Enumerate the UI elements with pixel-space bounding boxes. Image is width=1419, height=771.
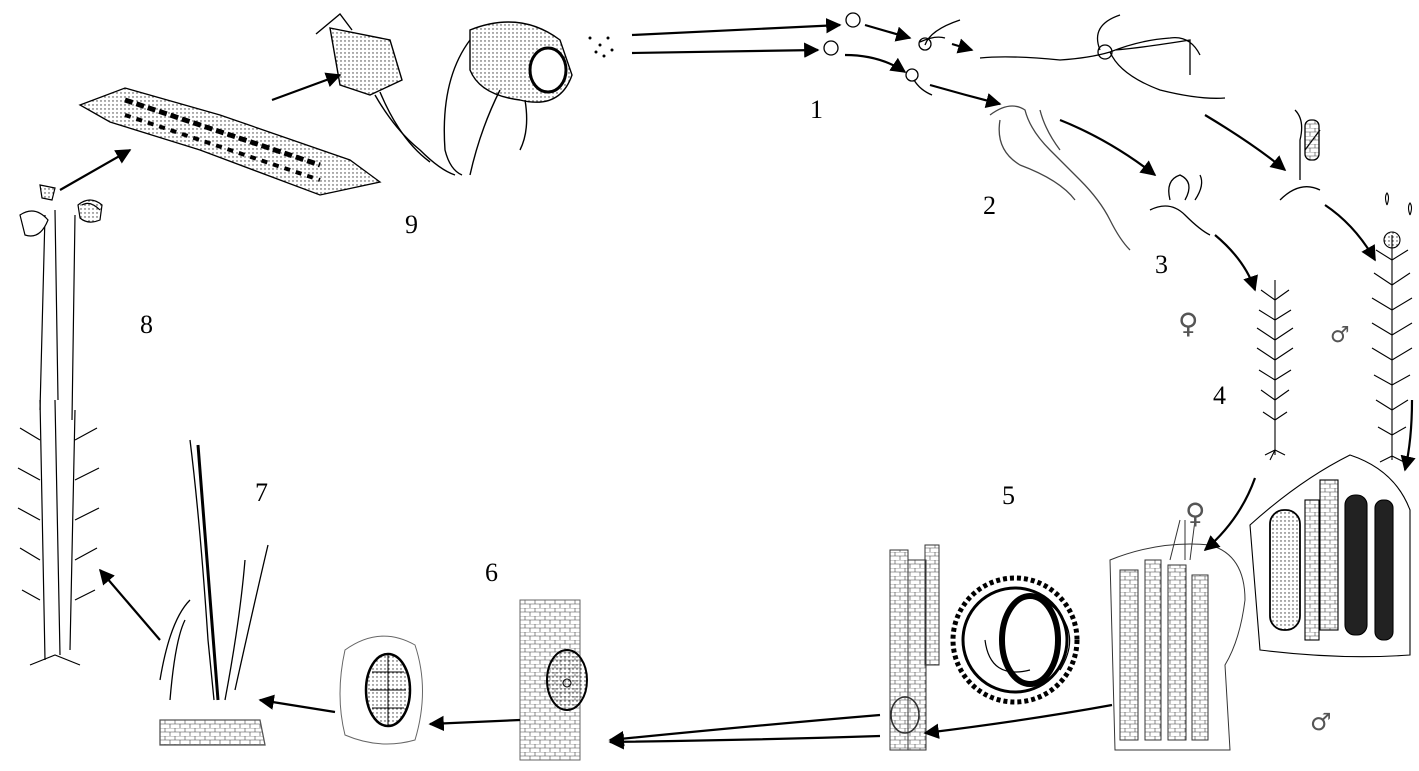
stage-label-7: 7: [255, 480, 268, 506]
spore-dots: [589, 37, 614, 58]
stage-8-mature-sporophytes: [18, 185, 102, 665]
stage-label-6: 6: [485, 560, 498, 586]
stage-label-8: 8: [140, 312, 153, 338]
stage-label-1: 1: [810, 97, 823, 123]
female-symbol-archegonia: ♀: [1185, 500, 1206, 528]
stage-5-spermatozoid: [953, 578, 1077, 702]
stage-2-protonema: [990, 106, 1130, 250]
arrow-female-to-archegonia: [1205, 478, 1255, 550]
arrow-male-to-antheridia: [1405, 400, 1412, 470]
stage-5-archegonia: [1110, 520, 1245, 750]
stage-label-5: 5: [1002, 483, 1015, 509]
arrow-germ-to-protonema: [930, 85, 1000, 104]
stage-5-antheridia: [1250, 455, 1410, 657]
arrow-capsule-to-9: [272, 75, 340, 100]
stage-7-young-sporophyte: [160, 440, 268, 745]
male-symbol-gametophyte: ♂: [1330, 325, 1350, 347]
arrow-9-to-spores-a: [632, 25, 840, 35]
arrow-mature-to-capsule: [60, 150, 130, 190]
stage-9-capsules: [316, 14, 572, 175]
arrow-archegonia-to-neck: [925, 705, 1112, 733]
arrow-spore-to-germ-b: [845, 55, 905, 72]
arrow-spore-to-germ-a: [865, 25, 910, 38]
stage-4-male-gametophyte: [1372, 193, 1412, 462]
stage-6-archegonium-neck: [890, 545, 939, 750]
arrow-embryo-to-young: [260, 700, 335, 712]
stage-6-zygote: [520, 600, 587, 760]
stage-label-2: 2: [983, 193, 996, 219]
stage-label-3: 3: [1155, 252, 1168, 278]
capsule-cross-section: [80, 88, 380, 195]
arrow-bud-to-female: [1215, 235, 1255, 290]
arrow-bud-to-male: [1325, 205, 1375, 260]
stage-4-female-gametophyte: [1257, 280, 1293, 460]
male-symbol-antheridia: ♂: [1310, 710, 1332, 734]
arrow-zygote-to-embryo: [430, 720, 520, 724]
stage-3-buds: [1150, 110, 1320, 235]
arrow-protonema-to-bud: [1060, 120, 1155, 175]
stage-label-9: 9: [405, 212, 418, 238]
stage-6-embryo: [340, 636, 423, 744]
female-symbol-gametophyte: ♀: [1178, 310, 1199, 338]
arrow-young-to-mature: [100, 570, 160, 640]
arrow-branch-to-bud-male: [1205, 115, 1285, 170]
arrow-germ-to-branch: [952, 44, 972, 50]
stage-label-4: 4: [1213, 383, 1226, 409]
stage-1-spores: [824, 13, 1225, 98]
arrow-9-to-spores-b: [632, 50, 818, 53]
